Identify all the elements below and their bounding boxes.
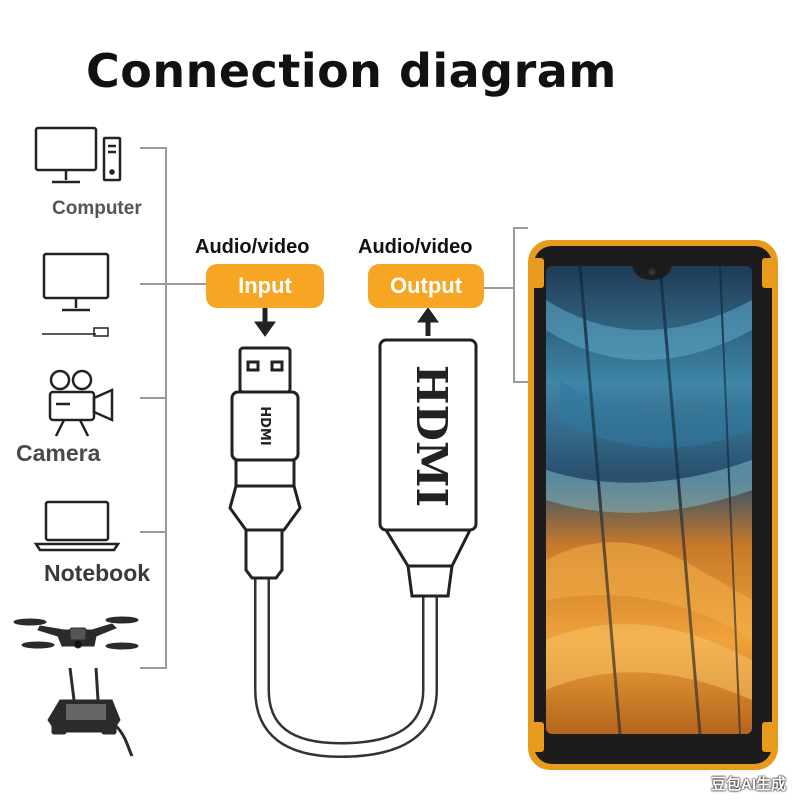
- device-label-computer: Computer: [52, 198, 142, 219]
- device-label-camera: Camera: [16, 440, 101, 466]
- monitor-icon: [42, 252, 110, 337]
- desktop-computer-icon: [34, 126, 122, 184]
- page-title: Connection diagram: [86, 44, 617, 98]
- adapter-cable: [254, 572, 438, 759]
- device-label-notebook: Notebook: [44, 560, 151, 586]
- hdmi-male-label: HDMI: [257, 406, 272, 445]
- device-bracket: [140, 147, 210, 669]
- watermark: 豆包AI生成: [710, 776, 786, 793]
- output-arrow: [417, 307, 439, 336]
- laptop-icon: [33, 500, 121, 552]
- hdmi-female-label: HDMI: [407, 365, 456, 507]
- video-camera-icon: [48, 369, 114, 437]
- rugged-phone: [528, 240, 778, 770]
- input-pill: Input: [206, 264, 324, 308]
- hdmi-male-plug: [228, 346, 302, 580]
- input-arrow: [254, 308, 276, 337]
- hdmi-female-adapter: [378, 338, 478, 598]
- output-pill: Output: [368, 264, 484, 308]
- remote-controller-icon: [47, 667, 134, 757]
- phone-bracket: [482, 227, 528, 383]
- drone-icon: [13, 616, 139, 650]
- input-caption: Audio/video: [195, 236, 310, 258]
- output-caption: Audio/video: [358, 236, 473, 258]
